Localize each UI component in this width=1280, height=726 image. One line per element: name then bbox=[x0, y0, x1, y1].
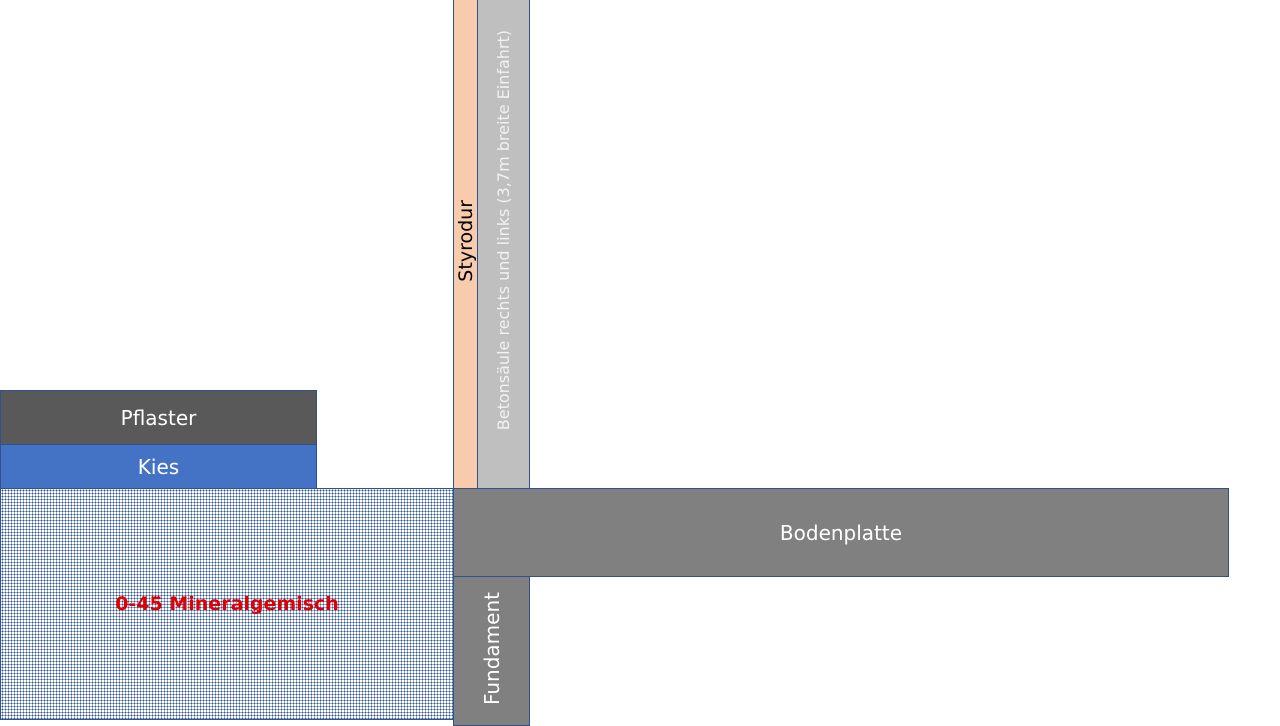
mineral-label: 0-45 Mineralgemisch bbox=[115, 592, 339, 615]
fundament-label: Fundament bbox=[479, 592, 504, 706]
kies-label: Kies bbox=[137, 454, 180, 479]
bodenplatte-label: Bodenplatte bbox=[779, 520, 903, 545]
mineral-layer: 0-45 Mineralgemisch bbox=[0, 488, 454, 720]
betonsaeule-column: Betonsäule rechts und links (3,7m breite… bbox=[477, 0, 530, 489]
styrodur-layer: Styrodur bbox=[453, 0, 478, 489]
fundament-block: Fundament bbox=[453, 576, 530, 726]
kies-layer: Kies bbox=[0, 444, 317, 489]
pflaster-label: Pflaster bbox=[120, 405, 197, 430]
betonsaeule-label: Betonsäule rechts und links (3,7m breite… bbox=[494, 30, 513, 431]
bodenplatte-slab: Bodenplatte bbox=[453, 488, 1229, 577]
styrodur-label: Styrodur bbox=[454, 200, 477, 282]
pflaster-layer: Pflaster bbox=[0, 390, 317, 445]
